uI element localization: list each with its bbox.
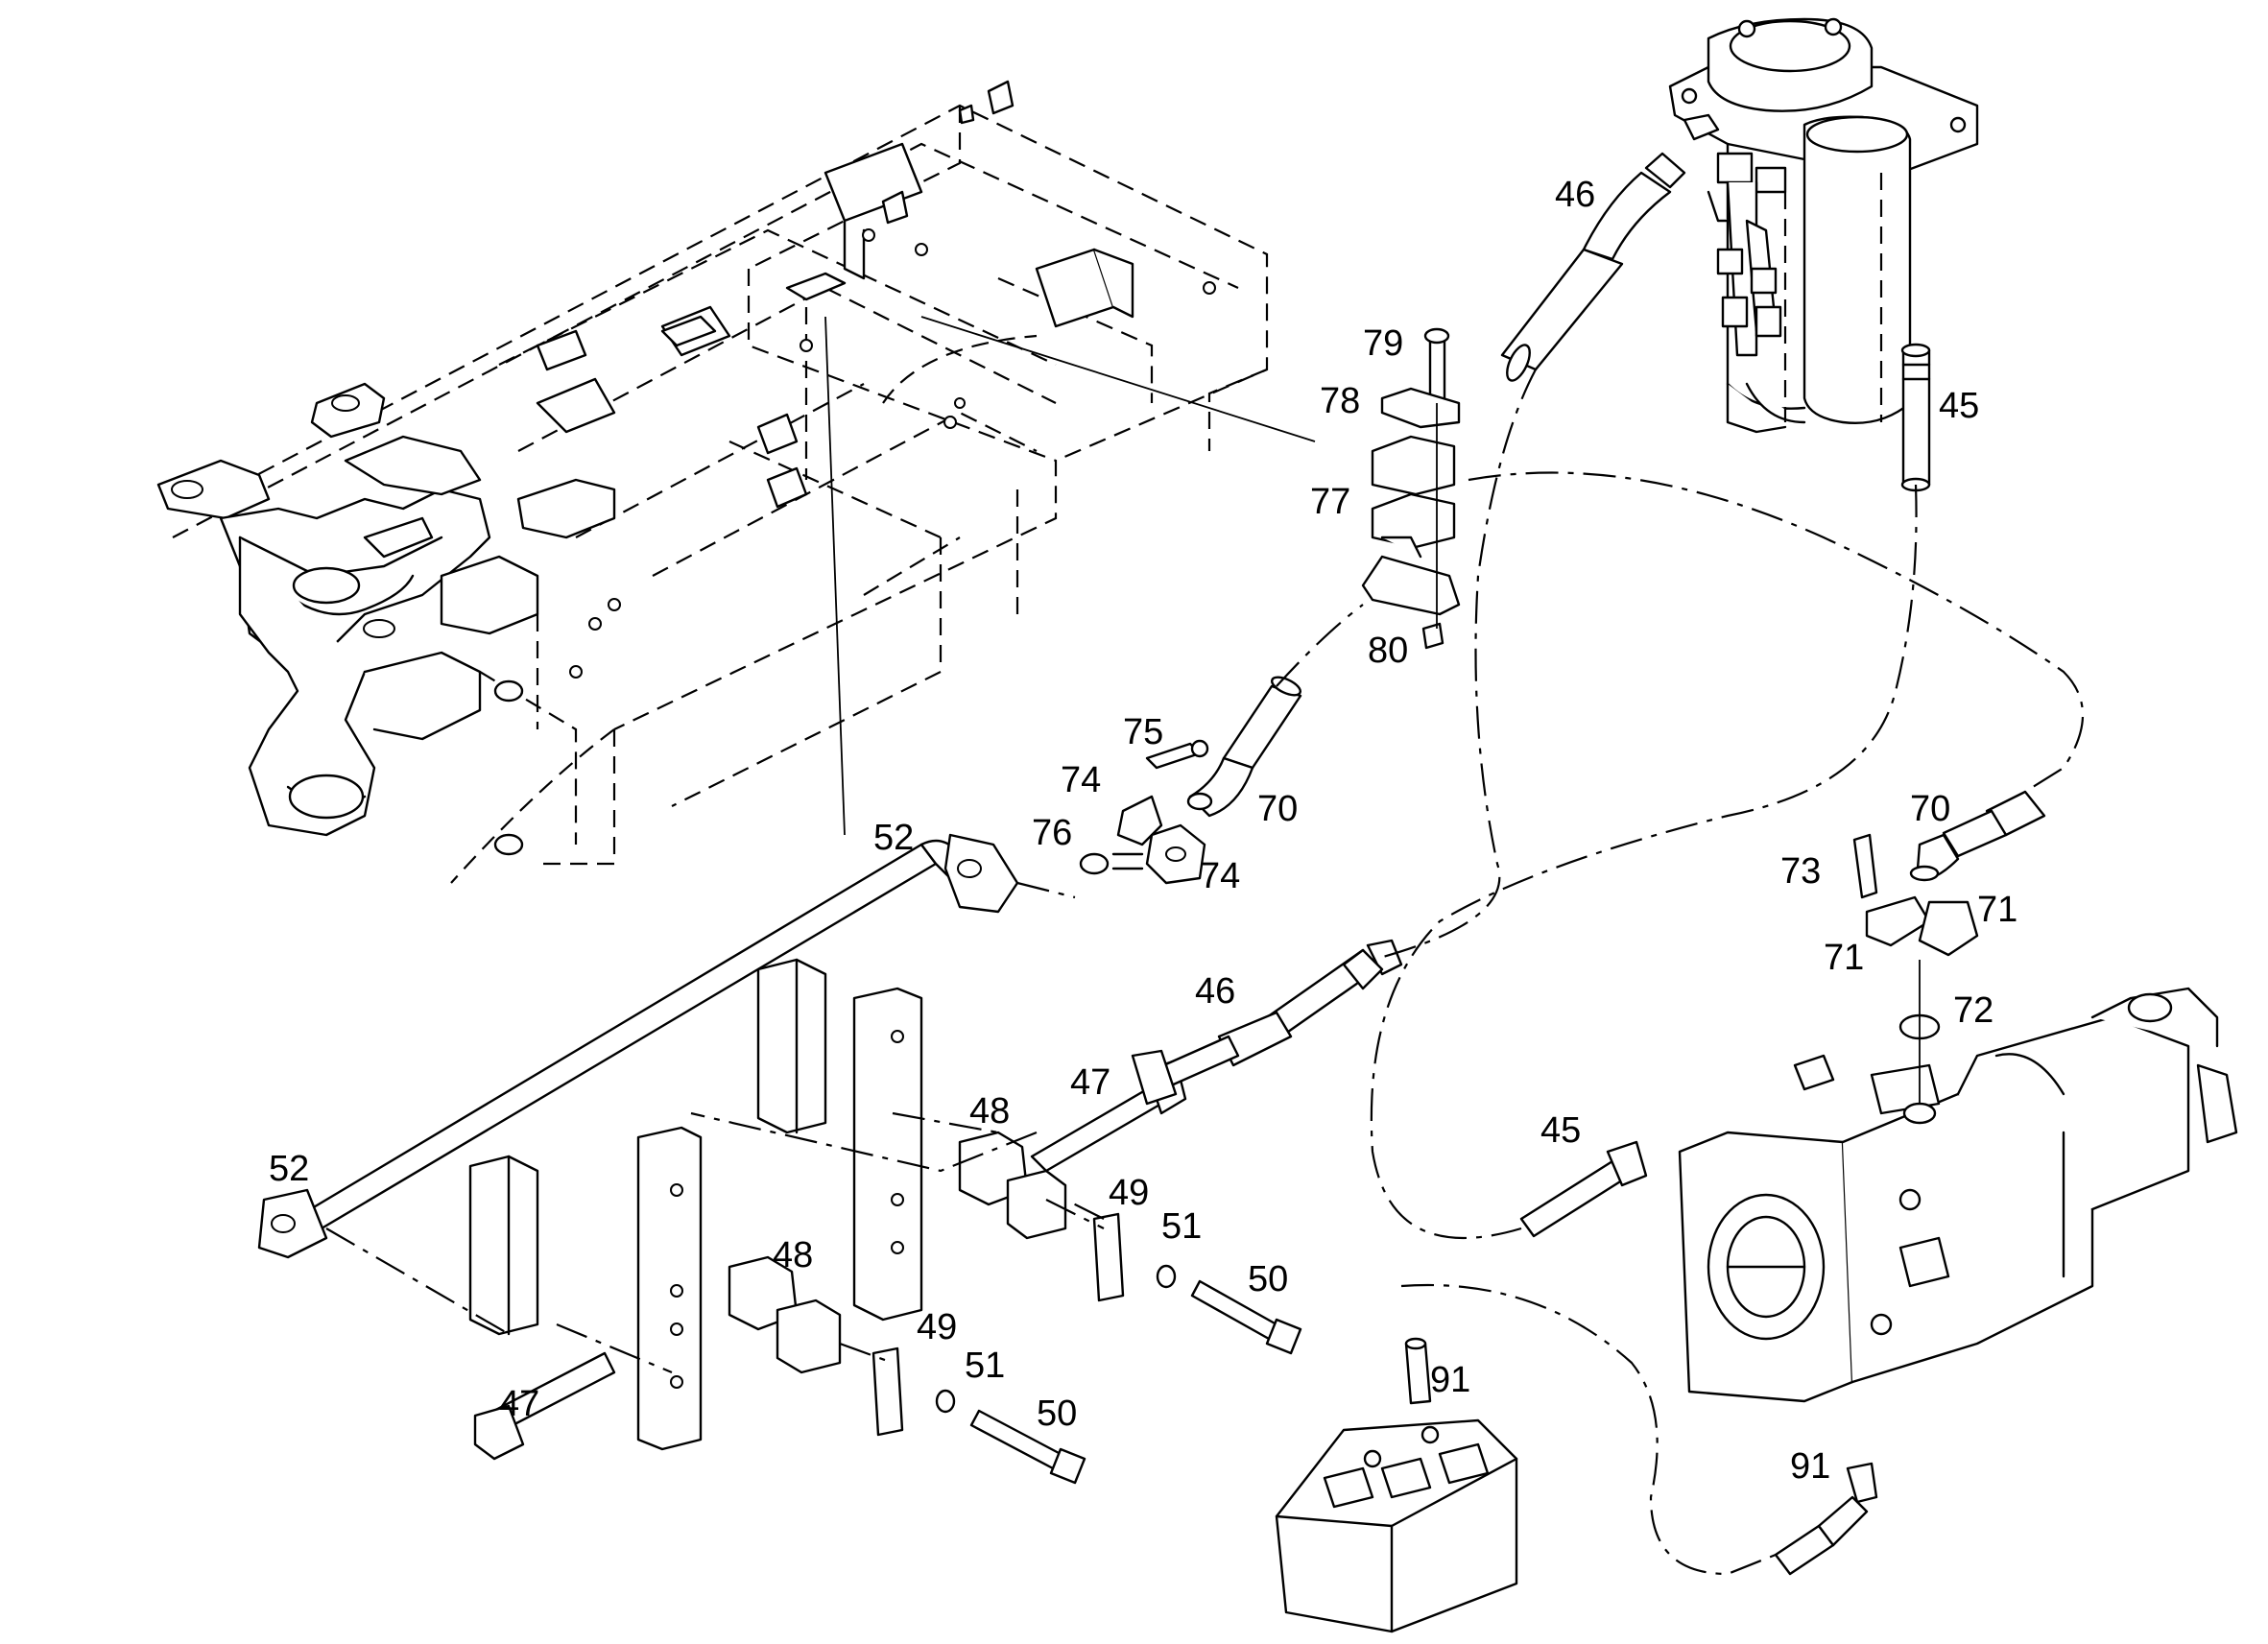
callout-46-upper: 46 (1555, 175, 1595, 215)
callout-79: 79 (1363, 323, 1403, 364)
callout-46-lower: 46 (1195, 971, 1235, 1012)
tube-52 (257, 833, 1019, 1259)
callout-45-lower: 45 (1540, 1110, 1581, 1151)
callout-70-right: 70 (1910, 789, 1950, 829)
callout-52-lower: 52 (269, 1149, 309, 1189)
callout-50-lower: 50 (1037, 1394, 1077, 1434)
callout-76: 76 (1032, 813, 1072, 853)
callout-78: 78 (1320, 381, 1360, 421)
clamp-assembly-77 (1361, 327, 1461, 650)
callout-labels: 45 45 46 46 47 47 48 48 49 49 50 50 51 5… (269, 175, 2017, 1487)
callout-75: 75 (1123, 712, 1163, 752)
callout-51-lower: 51 (965, 1346, 1005, 1386)
hose-45-lower (1519, 1140, 1648, 1238)
control-valve-block (1275, 1337, 1518, 1633)
routing-lines (325, 316, 2084, 1576)
callout-70-centre: 70 (1257, 789, 1298, 829)
hose-70-centre (1079, 676, 1302, 885)
hydraulic-pump (1678, 987, 2238, 1403)
hose-45-upper (1900, 343, 1931, 492)
callout-91-right: 91 (1790, 1446, 1830, 1487)
callout-47-centre: 47 (1070, 1062, 1110, 1103)
bolts (473, 1059, 1302, 1485)
callout-52-upper: 52 (873, 818, 914, 858)
callout-50-upper: 50 (1248, 1259, 1288, 1299)
callout-73: 73 (1780, 851, 1821, 892)
filter-assembly (1668, 17, 1979, 434)
callout-74-upper: 74 (1061, 760, 1101, 800)
callout-80: 80 (1368, 631, 1408, 671)
callout-49-lower: 49 (917, 1307, 957, 1347)
callout-74-lower: 74 (1200, 856, 1240, 896)
hose-91-right (1774, 1462, 1878, 1576)
callout-48-upper: 48 (969, 1091, 1010, 1132)
callout-91-centre: 91 (1430, 1360, 1470, 1400)
hose-70-right (1852, 790, 2046, 1104)
callout-48-lower: 48 (773, 1235, 813, 1275)
mount-blocks (468, 958, 1125, 1451)
callout-72: 72 (1953, 990, 1993, 1031)
hose-46-lower (1131, 939, 1403, 1106)
callout-51-upper: 51 (1161, 1206, 1202, 1247)
callout-71-right: 71 (1977, 890, 2017, 930)
chassis-frame (156, 80, 1269, 884)
callout-77: 77 (1310, 482, 1350, 522)
callout-49-upper: 49 (1109, 1173, 1149, 1213)
callout-47-lower: 47 (499, 1384, 539, 1424)
hose-46-upper (1500, 152, 1686, 382)
callout-45-upper: 45 (1939, 386, 1979, 426)
callout-71-left: 71 (1824, 938, 1864, 978)
